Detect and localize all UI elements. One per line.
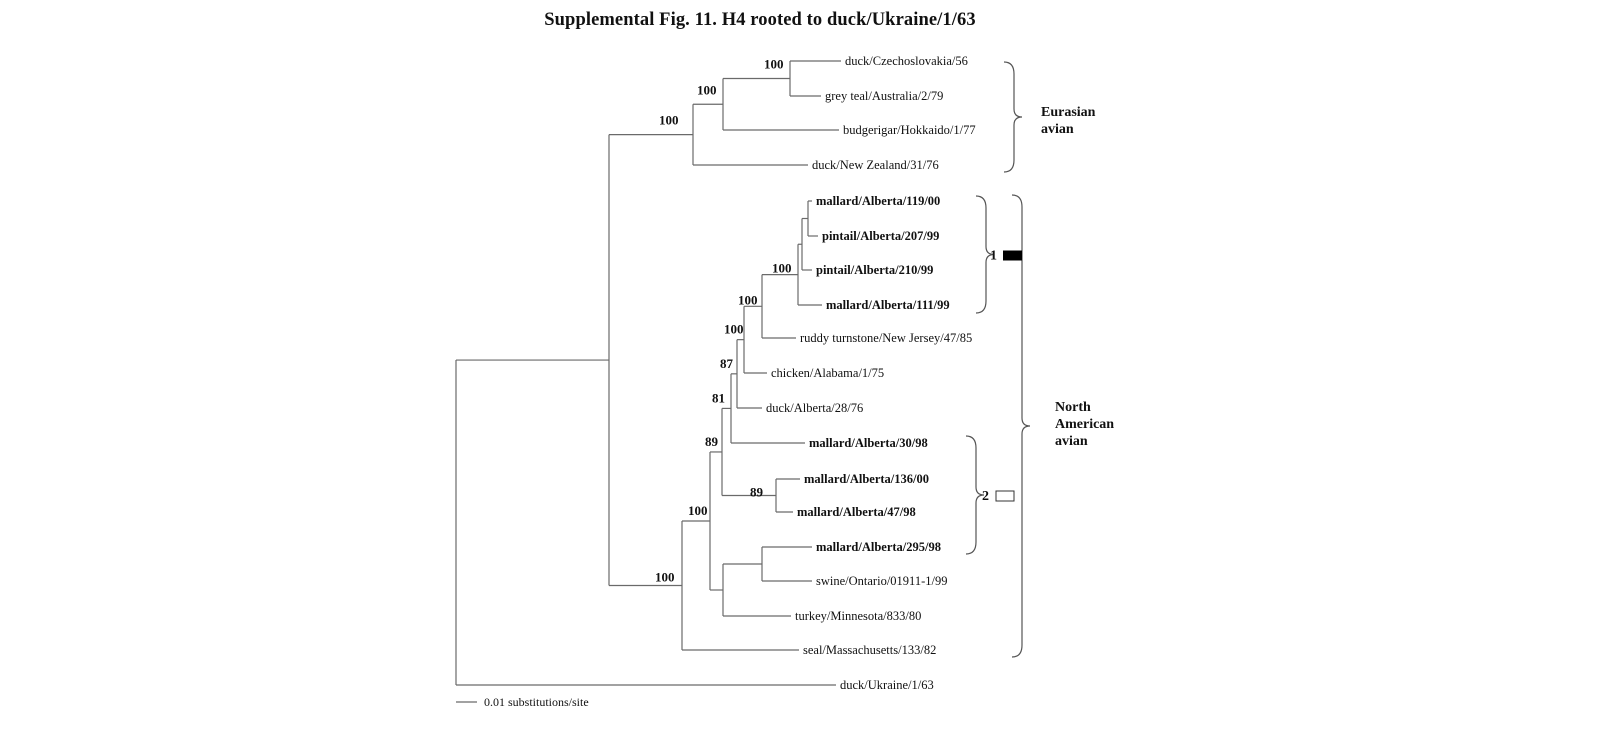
leaf-label: mallard/Alberta/111/99 <box>826 298 950 312</box>
leaf-label: mallard/Alberta/136/00 <box>804 472 929 486</box>
leaf-label: duck/Czechoslovakia/56 <box>845 54 968 68</box>
bootstrap-value: 89 <box>750 485 764 500</box>
leaf-label: turkey/Minnesota/833/80 <box>795 609 921 623</box>
leaf-label: ruddy turnstone/New Jersey/47/85 <box>800 331 972 345</box>
leaf-label: duck/Alberta/28/76 <box>766 401 863 415</box>
open-rectangle-marker <box>995 490 1015 502</box>
bootstrap-value: 81 <box>712 390 725 405</box>
leaf-labels: duck/Czechoslovakia/56 grey teal/Australi… <box>766 54 976 692</box>
scale-bar: 0.01 substitutions/site <box>456 695 589 709</box>
subgroup-label-1: 1 <box>990 249 997 264</box>
leaf-label: grey teal/Australia/2/79 <box>825 89 943 103</box>
leaf-label: pintail/Alberta/210/99 <box>816 263 933 277</box>
leaf-label: seal/Massachusetts/133/82 <box>803 643 936 657</box>
bootstrap-value: 100 <box>772 261 792 276</box>
subgroup-1-brace <box>975 195 995 314</box>
filled-rectangle-marker <box>1003 250 1022 261</box>
subgroup-label-2: 2 <box>982 489 989 504</box>
leaf-label: duck/Ukraine/1/63 <box>840 678 934 692</box>
leaf-label: duck/New Zealand/31/76 <box>812 158 939 172</box>
north-american-brace <box>1011 194 1031 658</box>
group-label-eurasian-avian: avian <box>1041 122 1074 137</box>
leaf-label: mallard/Alberta/47/98 <box>797 505 916 519</box>
eurasian-brace <box>1003 61 1023 173</box>
bootstrap-value: 100 <box>697 82 717 97</box>
tree-branches <box>455 60 841 686</box>
bootstrap-value: 89 <box>705 434 719 449</box>
bootstrap-value: 100 <box>724 322 744 337</box>
leaf-label: swine/Ontario/01911-1/99 <box>816 574 947 588</box>
bootstrap-value: 100 <box>655 569 675 584</box>
group-label-eurasian-avian: Eurasian <box>1041 105 1096 120</box>
bootstrap-labels: 100 100 100 100 100 100 87 81 89 89 100 100 <box>655 57 792 585</box>
group-label-north-american-avian: avian <box>1055 434 1088 449</box>
leaf-label: chicken/Alabama/1/75 <box>771 366 884 380</box>
leaf-label: mallard/Alberta/295/98 <box>816 540 941 554</box>
figure-title: Supplemental Fig. 11. H4 rooted to duck/… <box>544 10 976 30</box>
leaf-label: budgerigar/Hokkaido/1/77 <box>843 123 976 137</box>
leaf-label: mallard/Alberta/119/00 <box>816 194 940 208</box>
scale-bar-label: 0.01 substitutions/site <box>484 695 589 709</box>
subgroup-2-brace <box>965 435 985 555</box>
bootstrap-value: 87 <box>720 356 734 371</box>
group-label-north-american-avian: American <box>1055 417 1114 432</box>
bootstrap-value: 100 <box>688 503 708 518</box>
bootstrap-value: 100 <box>659 113 679 128</box>
bootstrap-value: 100 <box>738 292 758 307</box>
group-label-north-american-avian: North <box>1055 400 1091 415</box>
leaf-label: pintail/Alberta/207/99 <box>822 229 939 243</box>
leaf-label: mallard/Alberta/30/98 <box>809 436 928 450</box>
bootstrap-value: 100 <box>764 57 784 72</box>
